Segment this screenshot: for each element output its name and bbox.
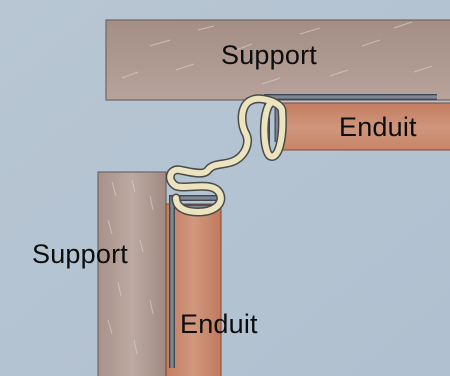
support-left-block <box>97 171 167 376</box>
support-top-label: Support <box>221 40 317 70</box>
enduit-left-label: Enduit <box>180 309 258 339</box>
enduit-right-label: Enduit <box>339 112 417 142</box>
enduit-left-block <box>165 203 222 376</box>
support-top-block <box>105 19 450 101</box>
enduit-right-block <box>281 102 450 151</box>
expansion-joint-bellows <box>165 94 287 217</box>
support-left-label: Support <box>32 239 128 269</box>
